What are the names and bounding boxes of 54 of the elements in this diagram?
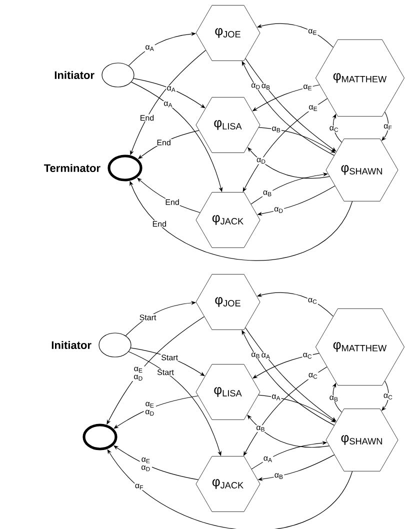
edge-label: α$_{D}$ <box>273 206 284 214</box>
agent-hexagon: φ$_{JACK}$ <box>196 456 260 512</box>
agent-hexagon: φ$_{SHAWN}$ <box>326 138 398 202</box>
agent-hexagon: φ$_{LISA}$ <box>196 364 260 420</box>
edge-label: α$_{B}$ <box>328 395 340 402</box>
arrow <box>107 449 353 529</box>
edge-label: α$_{B}$ <box>260 83 272 90</box>
agent-hexagon: φ$_{JACK}$ <box>196 192 260 248</box>
agent-hexagon: φ$_{SHAWN}$ <box>326 408 398 472</box>
edge-label: α$_{B}$ <box>274 472 284 480</box>
edge-label: α$_{C}$ <box>307 297 318 304</box>
edge-label: α$_{A}$ <box>166 86 176 92</box>
edge-label: α$_{E}$ <box>302 84 313 91</box>
agent-hexagon: φ$_{LISA}$ <box>196 97 260 153</box>
edge-label: End <box>139 114 155 122</box>
agent-hexagon: φ$_{JOE}$ <box>196 274 260 330</box>
edge-label: α$_{F}$ <box>383 124 394 130</box>
arrow <box>133 78 206 108</box>
edge-label: Start <box>138 314 157 321</box>
edge-label: α$_{E}$ α$_{D}$ <box>132 366 144 382</box>
edge-label: α$_{A}$ <box>144 44 155 52</box>
node-label: Terminator <box>44 164 100 172</box>
arrow <box>247 414 330 448</box>
edge-label: α$_{E}$ <box>308 104 318 112</box>
edge-label: α$_{D}$ <box>250 82 262 90</box>
edge-label: Start <box>160 354 179 361</box>
edge-label: α$_{B}$ <box>256 425 266 432</box>
edge-label: α$_{A}$ <box>262 456 274 463</box>
edge-label: α$_{B}$ <box>262 190 273 197</box>
state-circle <box>82 424 118 450</box>
edge-label: α$_{A}$ <box>163 100 174 108</box>
arrow <box>114 396 198 429</box>
edge-label: α$_{C}$ <box>382 393 394 400</box>
edge-label: α$_{E}$ α$_{D}$ <box>140 456 152 472</box>
edge-label: α$_{D}$ <box>256 157 267 164</box>
node-label: Initiator <box>52 340 92 350</box>
edge-label: α$_{E}$ <box>308 28 318 36</box>
edge-label: Start <box>156 368 175 376</box>
edge-label: End <box>152 220 168 228</box>
edge-label: α$_{C}$ <box>302 352 313 360</box>
agent-hexagon: φ$_{MATTHEW}$ <box>316 39 404 117</box>
edge-label: α$_{E}$ α$_{D}$ <box>144 401 156 416</box>
edge-label: End <box>156 138 172 146</box>
edge-label: α$_{C}$ <box>328 126 340 132</box>
edge-label: α$_{C}$ <box>308 372 318 380</box>
edge-label: End <box>164 198 180 206</box>
edge-label: α$_{B}$ <box>250 352 261 359</box>
edge-label: α$_{A}$ <box>260 352 272 360</box>
agent-hexagon: φ$_{JOE}$ <box>196 5 260 61</box>
edge-label: α$_{A}$ <box>271 394 282 401</box>
agent-hexagon: φ$_{MATTHEW}$ <box>316 308 404 386</box>
node-label: Initiator <box>54 70 94 80</box>
edge-label: α$_{B}$ <box>271 126 282 133</box>
edge-label: α$_{F}$ <box>134 483 144 490</box>
